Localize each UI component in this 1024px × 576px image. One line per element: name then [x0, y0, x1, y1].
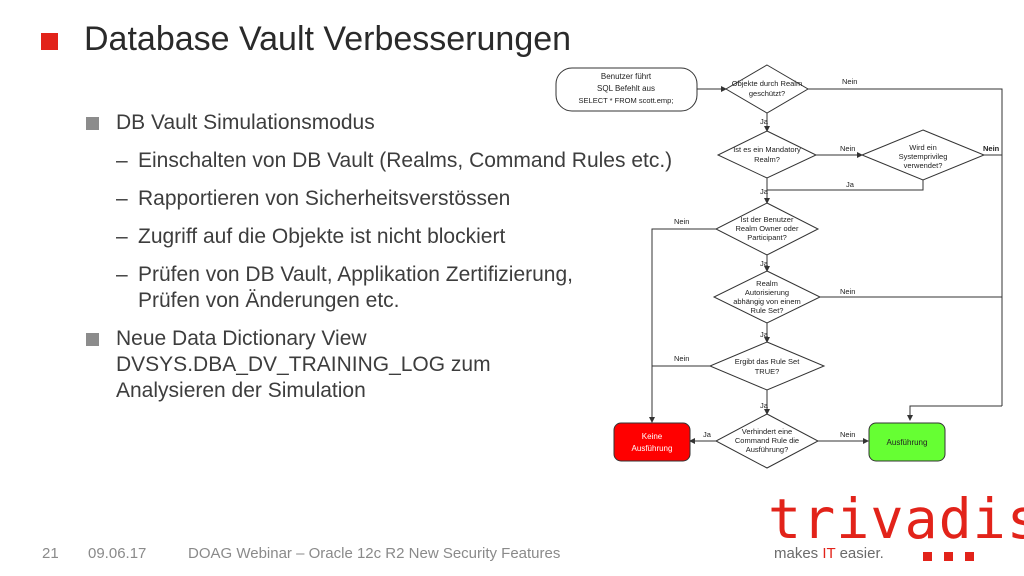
d3-line-1: Wird ein	[909, 143, 937, 152]
d4-line-3: Participant?	[747, 233, 787, 242]
decision-command-rule	[714, 413, 820, 469]
decision-mandatory-realm	[716, 130, 818, 179]
d6-line-1: Ergibt das Rule Set	[735, 357, 801, 366]
d2-line-2: Realm?	[754, 155, 780, 164]
edge-label-no: Nein	[983, 144, 1000, 153]
decision-rule-set-dependent	[712, 270, 822, 324]
tagline-post: easier.	[835, 545, 884, 562]
d5-line-2: Autorisierung	[745, 288, 789, 297]
footer-date: 09.06.17	[88, 545, 147, 562]
subbullet-text: Einschalten von DB Vault (Realms, Comman…	[138, 149, 673, 172]
footer-text: DOAG Webinar – Oracle 12c R2 New Securit…	[188, 545, 561, 562]
allow-node	[868, 422, 946, 462]
bullet-text: DB Vault Simulationsmodus	[116, 111, 375, 134]
decision-realm-protected	[725, 64, 809, 114]
d1-line-1: Objekte durch Realm	[732, 79, 802, 88]
d3-line-2: Systemprivileg	[899, 152, 948, 161]
deny-line-2: Ausführung	[632, 444, 673, 453]
subbullet-einschalten: – Einschalten von DB Vault (Realms, Comm…	[86, 148, 726, 174]
d7-line-1: Verhindert eine	[742, 427, 792, 436]
edge-label-yes: Ja	[703, 430, 712, 439]
d5-line-4: Rule Set?	[751, 306, 784, 315]
logo-dots-icon	[923, 548, 986, 566]
edge-label-no: Nein	[674, 217, 689, 226]
subbullet-text: Rapportieren von Sicherheitsverstössen	[138, 187, 511, 210]
logo-tagline: makes IT easier.	[774, 545, 884, 562]
subbullet-pruefen: – Prüfen von DB Vault, Applikation Zerti…	[86, 262, 726, 314]
bullet-text-line-3: Analysieren der Simulation	[116, 379, 366, 402]
edge-label-yes: Ja	[760, 187, 769, 196]
flow-connectors	[649, 86, 1003, 444]
edge-label-no: Nein	[840, 144, 855, 153]
deny-node	[613, 422, 691, 462]
subbullet-text-line-1: Prüfen von DB Vault, Applikation Zertifi…	[138, 263, 574, 286]
tagline-pre: makes	[774, 545, 823, 562]
subbullet-zugriff: – Zugriff auf die Objekte ist nicht bloc…	[86, 224, 726, 250]
logo-wordmark: trivadis	[768, 487, 1024, 551]
d1-line-2: geschützt?	[749, 89, 785, 98]
d7-line-2: Command Rule die	[735, 436, 799, 445]
subbullet-text-line-2: Prüfen von Änderungen etc.	[138, 289, 400, 312]
decision-system-privilege	[860, 129, 986, 181]
d2-line-1: Ist es ein Mandatory	[733, 145, 801, 154]
edge-label-yes: Ja	[760, 330, 769, 339]
start-line-3: SELECT * FROM scott.emp;	[579, 96, 674, 105]
bullet-text-line-1: Neue Data Dictionary View	[116, 327, 367, 350]
slide-title: Database Vault Verbesserungen	[84, 20, 572, 58]
footer-page-number: 21	[42, 545, 59, 562]
bullet-square-icon	[86, 117, 99, 130]
bullet-list: DB Vault Simulationsmodus – Einschalten …	[86, 110, 726, 416]
edge-label-no: Nein	[674, 354, 689, 363]
tagline-it: IT	[822, 545, 836, 562]
bullet-text-line-2: DVSYS.DBA_DV_TRAINING_LOG zum	[116, 353, 491, 376]
start-line-1: Benutzer führt	[601, 72, 652, 81]
d7-line-3: Ausführung?	[746, 445, 789, 454]
edge-label-yes: Ja	[760, 401, 769, 410]
start-node	[555, 67, 698, 112]
d3-line-3: verwendet?	[904, 161, 943, 170]
dash-icon: –	[116, 263, 128, 286]
bullet-data-dictionary-view: Neue Data Dictionary View DVSYS.DBA_DV_T…	[86, 326, 726, 404]
decision-realm-owner	[714, 202, 820, 256]
trivadis-logo: trivadis makes IT easier.	[768, 487, 1024, 566]
allow-label: Ausführung	[887, 438, 928, 447]
edge-label-no: Nein	[842, 77, 857, 86]
edge-label-no: Nein	[840, 287, 855, 296]
d4-line-2: Realm Owner oder	[736, 224, 799, 233]
start-line-2: SQL Befehlt aus	[597, 84, 655, 93]
bullet-square-icon	[86, 333, 99, 346]
edge-label-no: Nein	[840, 430, 855, 439]
deny-line-1: Keine	[642, 432, 663, 441]
dash-icon: –	[116, 225, 128, 248]
edge-label-yes: Ja	[846, 180, 855, 189]
decision-rule-set-true	[708, 341, 826, 391]
d5-line-1: Realm	[756, 279, 778, 288]
subbullet-text: Zugriff auf die Objekte ist nicht blocki…	[138, 225, 506, 248]
dash-icon: –	[116, 187, 128, 210]
edge-label-yes: Ja	[760, 259, 769, 268]
d5-line-3: abhängig von einem	[733, 297, 801, 306]
subbullet-rapportieren: – Rapportieren von Sicherheitsverstössen	[86, 186, 726, 212]
d6-line-2: TRUE?	[755, 367, 780, 376]
d4-line-1: Ist der Benutzer	[741, 215, 794, 224]
title-marker	[41, 33, 58, 50]
dash-icon: –	[116, 149, 128, 172]
bullet-simulationsmodus: DB Vault Simulationsmodus	[86, 110, 726, 136]
edge-label-yes: Ja	[760, 117, 769, 126]
